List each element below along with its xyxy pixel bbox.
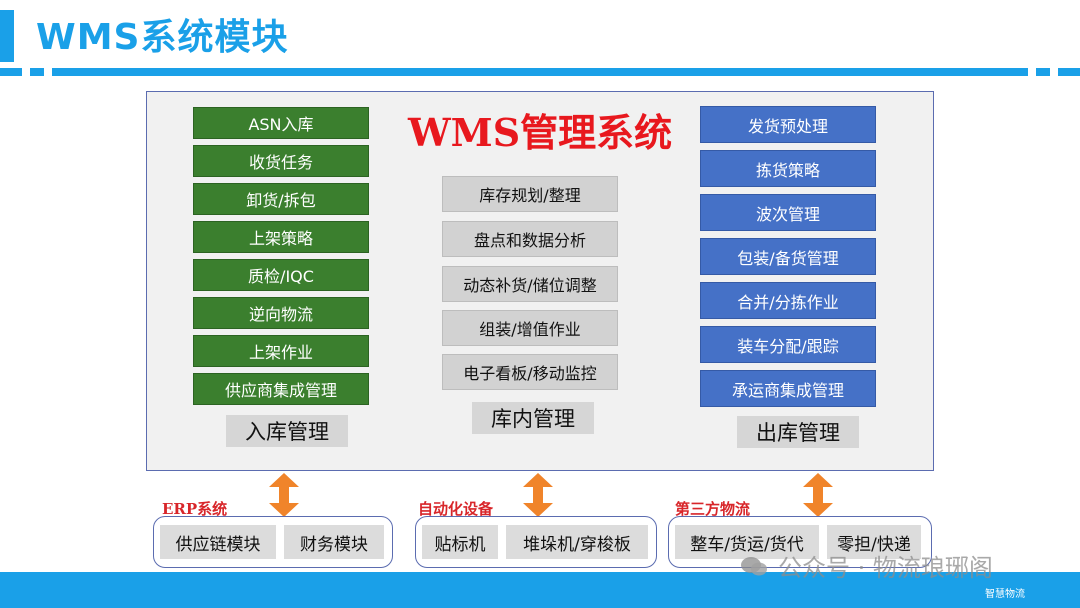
warehouse-item: 组装/增值作业 xyxy=(442,310,618,346)
outbound-label: 出库管理 xyxy=(737,416,859,448)
3pl-chip: 整车/货运/货代 xyxy=(675,525,819,559)
erp-group: 供应链模块 财务模块 xyxy=(153,516,393,568)
automation-group: 贴标机 堆垛机/穿梭板 xyxy=(415,516,657,568)
footer-brand: 智慧物流 xyxy=(985,589,1025,600)
3pl-chip: 零担/快递 xyxy=(827,525,921,559)
footer-bar xyxy=(0,572,1080,608)
outbound-item: 波次管理 xyxy=(700,194,876,231)
inbound-label: 入库管理 xyxy=(226,415,348,447)
outbound-item: 承运商集成管理 xyxy=(700,370,876,407)
outbound-item: 包装/备货管理 xyxy=(700,238,876,275)
3pl-group-label: 第三方物流 xyxy=(675,500,751,518)
warehouse-column: 库存规划/整理 盘点和数据分析 动态补货/储位调整 组装/增值作业 电子看板/移… xyxy=(442,176,618,392)
outbound-item: 拣货策略 xyxy=(700,150,876,187)
3pl-group: 整车/货运/货代 零担/快递 xyxy=(668,516,932,568)
warehouse-item: 库存规划/整理 xyxy=(442,176,618,212)
outbound-item: 合并/分拣作业 xyxy=(700,282,876,319)
erp-chip: 供应链模块 xyxy=(160,525,276,559)
inbound-item: 卸货/拆包 xyxy=(193,183,369,215)
inbound-item: 供应商集成管理 xyxy=(193,373,369,405)
watermark-text: 公众号 · 物流琅琊阁 xyxy=(778,554,993,582)
outbound-item: 发货预处理 xyxy=(700,106,876,143)
title-accent-bar xyxy=(0,10,14,62)
warehouse-item: 盘点和数据分析 xyxy=(442,221,618,257)
erp-connector-arrow-icon xyxy=(269,473,299,517)
inbound-item: 逆向物流 xyxy=(193,297,369,329)
automation-group-label: 自动化设备 xyxy=(418,500,494,518)
outbound-item: 装车分配/跟踪 xyxy=(700,326,876,363)
wechat-icon xyxy=(741,556,767,575)
erp-chip: 财务模块 xyxy=(284,525,384,559)
inbound-item: 上架作业 xyxy=(193,335,369,367)
warehouse-label: 库内管理 xyxy=(472,402,594,434)
inbound-item: 收货任务 xyxy=(193,145,369,177)
warehouse-item: 动态补货/储位调整 xyxy=(442,266,618,302)
inbound-item: ASN入库 xyxy=(193,107,369,139)
warehouse-item: 电子看板/移动监控 xyxy=(442,354,618,390)
page-title: WMS系统模块 xyxy=(36,17,289,58)
automation-chip: 堆垛机/穿梭板 xyxy=(506,525,648,559)
3pl-connector-arrow-icon xyxy=(803,473,833,517)
system-title: WMS管理系统 xyxy=(408,110,673,155)
outbound-column: 发货预处理 拣货策略 波次管理 包装/备货管理 合并/分拣作业 装车分配/跟踪 … xyxy=(700,106,876,410)
inbound-column: ASN入库 收货任务 卸货/拆包 上架策略 质检/IQC 逆向物流 上架作业 供… xyxy=(193,107,369,407)
erp-group-label: ERP系统 xyxy=(162,500,228,518)
watermark: 公众号 · 物流琅琊阁 xyxy=(740,548,993,583)
inbound-item: 质检/IQC xyxy=(193,259,369,291)
automation-connector-arrow-icon xyxy=(523,473,553,517)
inbound-item: 上架策略 xyxy=(193,221,369,253)
automation-chip: 贴标机 xyxy=(422,525,498,559)
header-divider xyxy=(0,68,1080,78)
